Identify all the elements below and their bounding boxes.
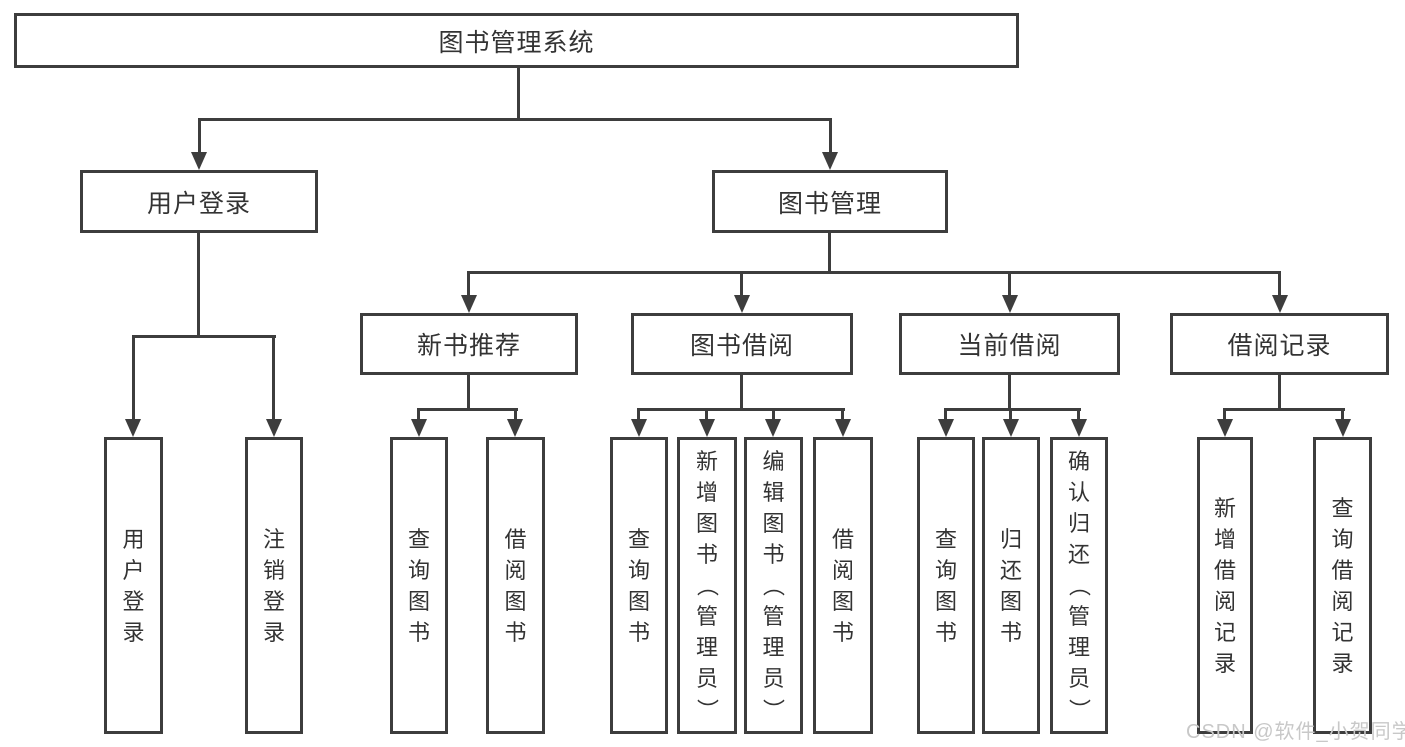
edge-level3-horizontal [467, 271, 1281, 274]
node-new-book-recommend-label: 新书推荐 [416, 332, 521, 360]
edge-leaf-stub [514, 408, 517, 421]
leaf-query-books-recommend-label: 查询图书 [407, 526, 430, 645]
arrow-down-icon [507, 419, 523, 437]
edge-leaf-stub [1009, 408, 1012, 421]
arrow-down-icon [938, 419, 954, 437]
watermark: CSDN @软件_小贺同学 [1186, 721, 1405, 743]
leaf-add-book-admin: 新增图书（管理员） [677, 437, 737, 734]
arrow-down-icon [1217, 419, 1233, 437]
node-current-borrow: 当前借阅 [899, 313, 1120, 375]
edge-book-mgmt-vertical [828, 233, 831, 273]
edge-leaf-stub [772, 408, 775, 421]
node-root: 图书管理系统 [14, 13, 1019, 68]
edge-leaf-stub [1341, 408, 1344, 421]
node-borrow-records-label: 借阅记录 [1227, 332, 1332, 360]
leaf-borrow-books-recommend: 借阅图书 [486, 437, 545, 734]
node-book-borrow-label: 图书借阅 [689, 332, 794, 360]
node-user-login-group: 用户登录 [80, 170, 318, 233]
arrow-down-icon [1071, 419, 1087, 437]
leaf-query-borrow-record: 查询借阅记录 [1313, 437, 1372, 734]
edge-group-horizontal [637, 408, 845, 411]
edge-group-vertical [740, 375, 743, 410]
leaf-return-book-label: 归还图书 [999, 526, 1022, 645]
leaf-return-book: 归还图书 [982, 437, 1040, 734]
edge-leaf-stub [841, 408, 844, 421]
arrow-down-icon [1002, 295, 1018, 313]
leaf-user-login: 用户登录 [104, 437, 163, 734]
edge-group-vertical [1008, 375, 1011, 410]
leaf-user-login-label: 用户登录 [122, 526, 145, 645]
node-root-label: 图书管理系统 [438, 28, 595, 57]
edge-leaf-stub [637, 408, 640, 421]
node-book-management-group: 图书管理 [712, 170, 948, 233]
edge-root-vertical [517, 68, 520, 121]
node-new-book-recommend: 新书推荐 [360, 313, 578, 375]
edge-level3-stub [1278, 271, 1281, 297]
leaf-confirm-return-admin: 确认归还（管理员） [1050, 437, 1108, 734]
edge-leaf-stub [944, 408, 947, 421]
leaf-edit-book-admin: 编辑图书（管理员） [744, 437, 803, 734]
node-book-management-label: 图书管理 [777, 189, 882, 218]
arrow-down-icon [631, 419, 647, 437]
arrow-down-icon [266, 419, 282, 437]
arrow-down-icon [191, 152, 207, 170]
arrow-down-icon [835, 419, 851, 437]
arrow-down-icon [461, 295, 477, 313]
edge-level3-stub [1008, 271, 1011, 297]
leaf-query-books-borrow: 查询图书 [610, 437, 668, 734]
edge-group-horizontal [1223, 408, 1345, 411]
leaf-query-books-current-label: 查询图书 [934, 526, 957, 645]
leaf-add-borrow-record-label: 新增借阅记录 [1213, 495, 1236, 676]
edge-leaf-stub [132, 335, 135, 421]
edge-book-mgmt-stub [829, 118, 832, 154]
leaf-confirm-return-admin-label: 确认归还（管理员） [1066, 449, 1092, 721]
edge-leaf-stub [417, 408, 420, 421]
edge-level3-stub [740, 271, 743, 297]
arrow-down-icon [125, 419, 141, 437]
leaf-borrow-books-recommend-label: 借阅图书 [504, 526, 527, 645]
leaf-logout: 注销登录 [245, 437, 303, 734]
arrow-down-icon [734, 295, 750, 313]
leaf-query-borrow-record-label: 查询借阅记录 [1331, 495, 1354, 676]
edge-level3-stub [467, 271, 470, 297]
leaf-edit-book-admin-label: 编辑图书（管理员） [760, 449, 786, 721]
arrow-down-icon [822, 152, 838, 170]
edge-user-login-horizontal [132, 335, 276, 338]
edge-user-login-stub [198, 118, 201, 154]
leaf-borrow-books-label: 借阅图书 [831, 526, 854, 645]
edge-group-horizontal [417, 408, 518, 411]
arrow-down-icon [1003, 419, 1019, 437]
arrow-down-icon [699, 419, 715, 437]
edge-group-horizontal [944, 408, 1081, 411]
edge-user-login-vertical [197, 233, 200, 337]
leaf-logout-label: 注销登录 [262, 526, 285, 645]
arrow-down-icon [411, 419, 427, 437]
leaf-query-books-current: 查询图书 [917, 437, 975, 734]
edge-leaf-stub [1077, 408, 1080, 421]
leaf-query-books-borrow-label: 查询图书 [627, 526, 650, 645]
node-book-borrow: 图书借阅 [631, 313, 853, 375]
leaf-add-borrow-record: 新增借阅记录 [1197, 437, 1253, 734]
arrow-down-icon [765, 419, 781, 437]
node-borrow-records: 借阅记录 [1170, 313, 1389, 375]
edge-leaf-stub [272, 335, 275, 421]
arrow-down-icon [1335, 419, 1351, 437]
leaf-add-book-admin-label: 新增图书（管理员） [694, 449, 720, 721]
edge-group-vertical [467, 375, 470, 410]
leaf-borrow-books: 借阅图书 [813, 437, 873, 734]
edge-leaf-stub [705, 408, 708, 421]
node-current-borrow-label: 当前借阅 [957, 332, 1062, 360]
edge-leaf-stub [1223, 408, 1226, 421]
arrow-down-icon [1272, 295, 1288, 313]
node-user-login-label: 用户登录 [146, 189, 251, 218]
edge-group-vertical [1278, 375, 1281, 410]
leaf-query-books-recommend: 查询图书 [390, 437, 448, 734]
edge-level1-horizontal [198, 118, 832, 121]
